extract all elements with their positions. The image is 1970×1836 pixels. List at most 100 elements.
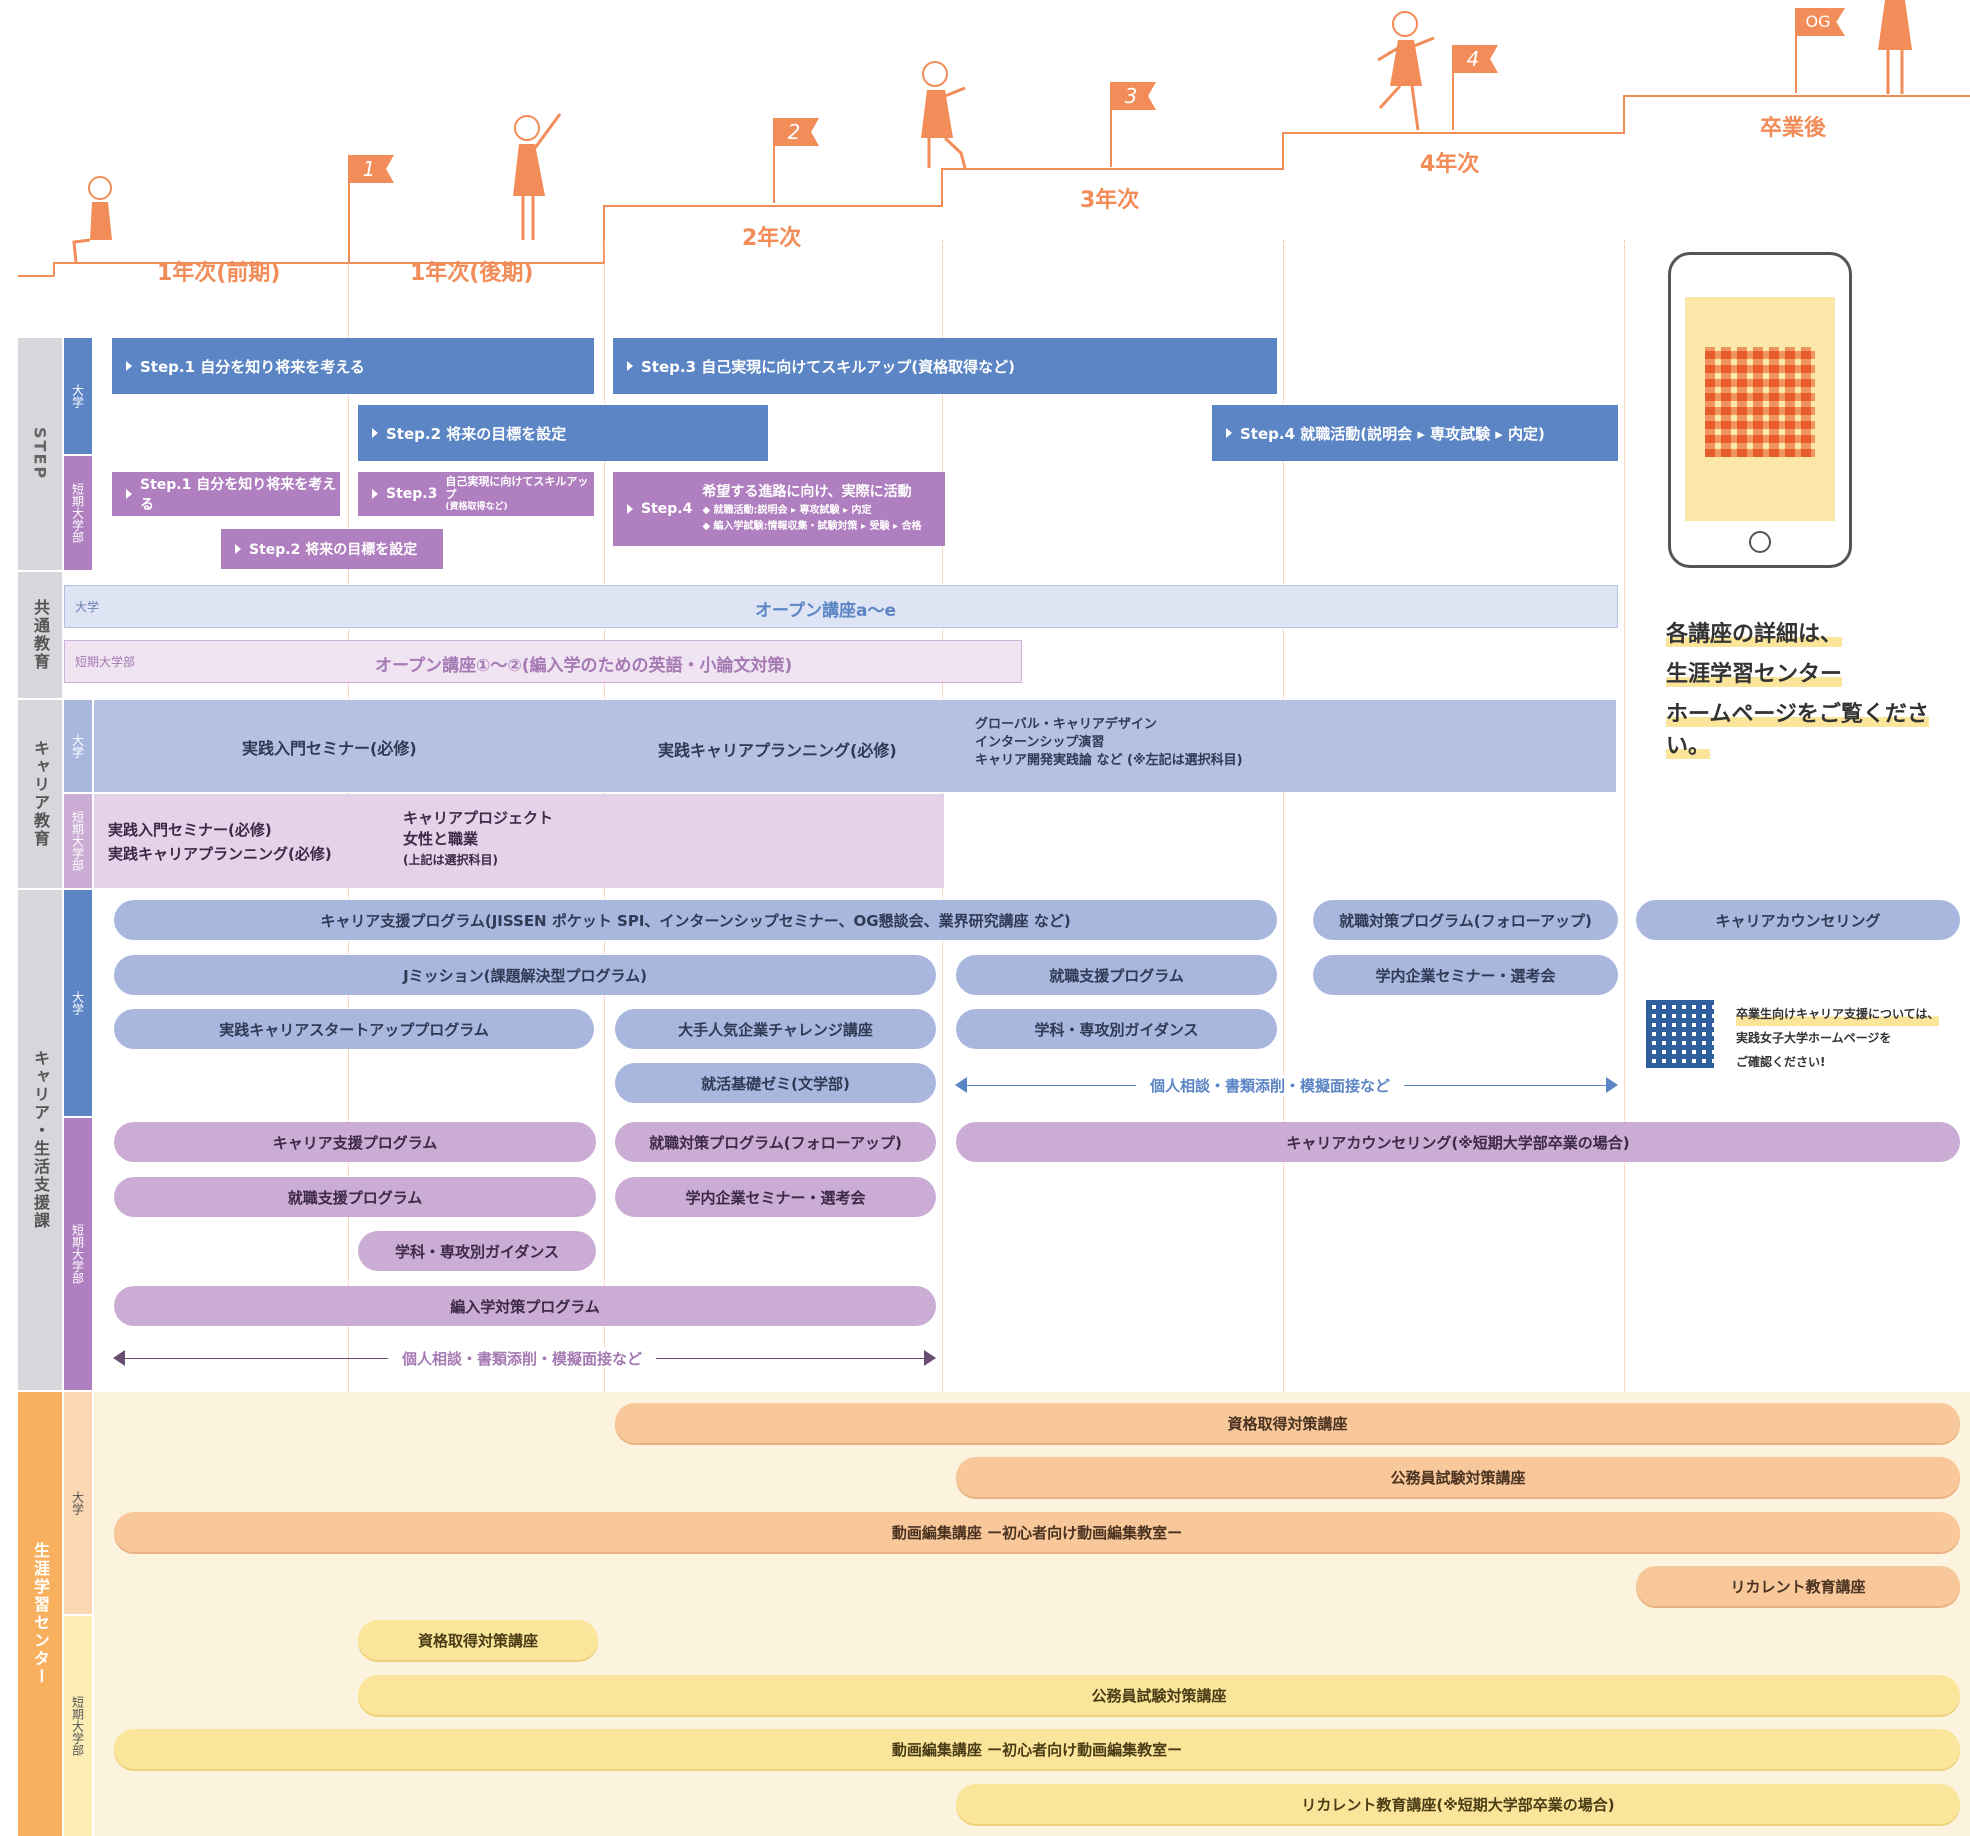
common-univ-tag: 大学: [75, 600, 100, 614]
home-button-icon: [1749, 531, 1771, 553]
step-junior-4-text: 希望する進路に向け、実際に活動: [702, 483, 912, 500]
sub-label-junior: 短期大学部: [64, 456, 92, 570]
divider-3: [942, 240, 943, 1836]
support-univ-guidance[interactable]: 学科・専攻別ガイダンス: [956, 1009, 1277, 1049]
divider-5: [1624, 240, 1625, 1836]
sub-label-univ: 大学: [64, 890, 92, 1116]
career-edu-univ-3b: インターンシップ演習: [975, 735, 1105, 750]
step-univ-3: Step.3 自己実現に向けてスキルアップ(資格取得など): [613, 338, 1277, 394]
row-label-step: STEP: [18, 338, 62, 570]
divider-2: [604, 240, 605, 1836]
support-univ-counseling[interactable]: キャリアカウンセリング: [1636, 900, 1960, 940]
support-junior-career-program[interactable]: キャリア支援プログラム: [114, 1122, 596, 1162]
sub-label-univ: 大学: [64, 1392, 92, 1614]
common-junior-text: オープン講座①〜②(編入学のための英語・小論文対策): [375, 656, 793, 676]
support-junior-job-support[interactable]: 就職支援プログラム: [114, 1177, 596, 1217]
career-edu-univ-2: 実践キャリアプランニング(必修): [658, 741, 897, 760]
year-label-4: 4年次: [1420, 152, 1480, 177]
lifelong-junior-video[interactable]: 動画編集講座 ー初心者向け動画編集教室ー: [114, 1729, 1960, 1769]
career-edu-univ-3a: グローバル・キャリアデザイン: [975, 717, 1157, 732]
qr-code-icon[interactable]: [1705, 347, 1815, 457]
row-label-lifelong: 生涯学習センター: [18, 1392, 62, 1836]
girl-climbing-icon: [921, 61, 967, 169]
career-edu-univ-3c: キャリア開発実践論 など (※左記は選択科目): [975, 753, 1243, 768]
support-univ-jmission[interactable]: Jミッション(課題解決型プログラム): [114, 955, 936, 995]
support-univ-startup[interactable]: 実践キャリアスタートアッププログラム: [114, 1009, 594, 1049]
year-label-3: 3年次: [1080, 188, 1140, 213]
support-junior-company-seminar[interactable]: 学内企業セミナー・選考会: [615, 1177, 936, 1217]
support-univ-career-program[interactable]: キャリア支援プログラム(JISSEN ポケット SPI、インターンシップセミナー…: [114, 900, 1277, 940]
support-univ-challenge[interactable]: 大手人気企業チャレンジ講座: [615, 1009, 936, 1049]
support-univ-job-support[interactable]: 就職支援プログラム: [956, 955, 1277, 995]
support-univ-basic-seminar[interactable]: 就活基礎ゼミ(文学部): [615, 1063, 936, 1103]
support-univ-company-seminar[interactable]: 学内企業セミナー・選考会: [1313, 955, 1618, 995]
girl-standing-icon: [1878, 0, 1912, 94]
career-edu-univ-3: グローバル・キャリアデザイン インターンシップ演習 キャリア開発実践論 など (…: [975, 716, 1243, 770]
arrow-right-icon: [1606, 1077, 1618, 1093]
phone-note-line1: 各講座の詳細は、: [1666, 622, 1843, 647]
step-junior-4-title: Step.4: [641, 501, 693, 517]
support-univ-followup[interactable]: 就職対策プログラム(フォローアップ): [1313, 900, 1618, 940]
common-junior-band: 短期大学部 オープン講座①〜②(編入学のための英語・小論文対策): [64, 640, 1022, 683]
lifelong-univ-civil[interactable]: 公務員試験対策講座: [956, 1457, 1960, 1497]
support-junior-arrow-label: 個人相談・書類添削・模擬面接など: [388, 1348, 657, 1369]
sub-label-junior: 短期大学部: [64, 1118, 92, 1390]
phone-note-line3: ホームページをご覧ください。: [1666, 702, 1929, 759]
divider-4: [1283, 240, 1284, 1836]
step-junior-3-note: (資格取得など): [445, 501, 508, 512]
common-junior-tag: 短期大学部: [75, 655, 136, 669]
common-univ-text: オープン講座a〜e: [755, 601, 896, 621]
support-junior-followup[interactable]: 就職対策プログラム(フォローアップ): [615, 1122, 936, 1162]
year-label-og: 卒業後: [1760, 116, 1827, 141]
career-edu-junior-1b: 実践キャリアプランニング(必修): [108, 845, 332, 863]
sub-label-univ: 大学: [64, 700, 92, 792]
career-edu-univ-band: [94, 700, 1616, 792]
common-univ-band: 大学 オープン講座a〜e: [64, 585, 1618, 628]
sub-label-junior: 短期大学部: [64, 794, 92, 888]
girl-sitting-icon: [72, 176, 112, 263]
arrow-right-icon: [924, 1350, 936, 1366]
lifelong-junior-license[interactable]: 資格取得対策講座: [358, 1620, 598, 1660]
lifelong-univ-license[interactable]: 資格取得対策講座: [615, 1403, 1960, 1443]
grad-qr-code-icon[interactable]: [1646, 1000, 1714, 1068]
arrow-left-icon: [955, 1077, 967, 1093]
lifelong-junior-civil[interactable]: 公務員試験対策講座: [358, 1675, 1960, 1715]
step-univ-2: Step.2 将来の目標を設定: [358, 405, 768, 461]
step-univ-1: Step.1 自分を知り将来を考える: [112, 338, 594, 394]
row-label-common: 共通教育: [18, 572, 62, 698]
career-edu-junior-band: [94, 794, 944, 888]
career-edu-univ-1: 実践入門セミナー(必修): [242, 739, 417, 758]
row-label-career-support: キャリア・生活支援課: [18, 890, 62, 1390]
career-edu-junior-2: キャリアプロジェクト 女性と職業 (上記は選択科目): [403, 808, 553, 871]
step-junior-1: Step.1 自分を知り将来を考える: [112, 472, 340, 516]
career-edu-junior-2c: (上記は選択科目): [403, 853, 498, 867]
support-junior-transfer[interactable]: 編入学対策プログラム: [114, 1286, 936, 1326]
lifelong-junior-recurrent[interactable]: リカレント教育講座(※短期大学部卒業の場合): [956, 1784, 1960, 1824]
arrow-left-icon: [113, 1350, 125, 1366]
sub-label-univ: 大学: [64, 338, 92, 454]
support-univ-arrow-label: 個人相談・書類添削・模擬面接など: [1136, 1075, 1405, 1096]
step-junior-4-item1: ◆ 就職活動:説明会 ▸ 専攻試験 ▸ 内定: [702, 504, 872, 516]
phone-note-line2: 生涯学習センター: [1666, 662, 1843, 687]
support-junior-guidance[interactable]: 学科・専攻別ガイダンス: [358, 1231, 596, 1271]
career-edu-junior-1a: 実践入門セミナー(必修): [108, 821, 272, 839]
career-edu-junior-2b: 女性と職業: [403, 830, 479, 848]
year-label-1b: 1年次(後期): [410, 261, 534, 286]
career-edu-junior-2a: キャリアプロジェクト: [403, 809, 554, 827]
row-label-career-edu: キャリア教育: [18, 700, 62, 888]
step-junior-3: Step.3 自己実現に向けてスキルアップ (資格取得など): [358, 472, 594, 516]
year-label-1a: 1年次(前期): [157, 261, 281, 286]
career-edu-junior-1: 実践入門セミナー(必修) 実践キャリアプランニング(必修): [108, 818, 332, 866]
girl-running-icon: [1377, 11, 1435, 131]
sub-label-junior: 短期大学部: [64, 1616, 92, 1836]
grad-note-line2: 実践女子大学ホームページを: [1736, 1031, 1892, 1045]
year-label-2: 2年次: [742, 226, 802, 251]
step-univ-4: Step.4 就職活動(説明会 ▸ 専攻試験 ▸ 内定): [1212, 405, 1618, 461]
step-junior-2: Step.2 将来の目標を設定: [221, 529, 443, 569]
support-junior-counseling[interactable]: キャリアカウンセリング(※短期大学部卒業の場合): [956, 1122, 1960, 1162]
grad-note: 卒業生向けキャリア支援については、 実践女子大学ホームページを ご確認ください!: [1736, 1002, 1940, 1074]
lifelong-univ-video[interactable]: 動画編集講座 ー初心者向け動画編集教室ー: [114, 1512, 1960, 1552]
girl-pointing-icon: [513, 113, 562, 240]
lifelong-univ-recurrent[interactable]: リカレント教育講座: [1636, 1566, 1960, 1606]
phone-frame: [1668, 252, 1852, 568]
